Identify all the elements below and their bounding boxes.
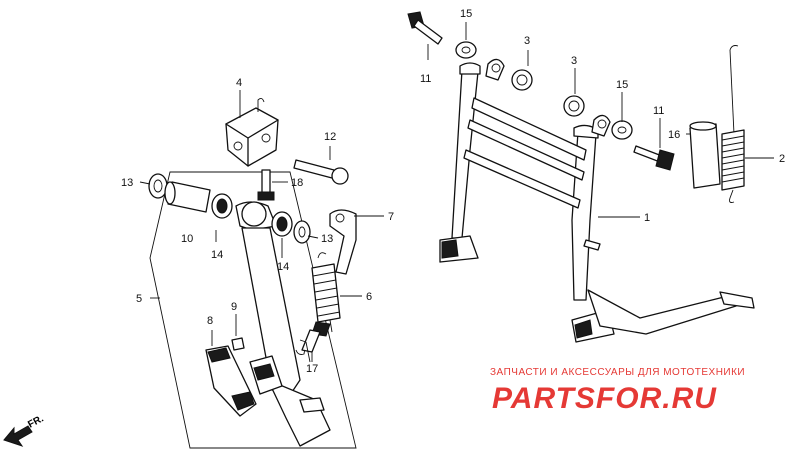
callout-13-left: 13 (121, 177, 133, 189)
callout-16: 16 (668, 129, 680, 141)
callout-14-left: 14 (211, 249, 223, 261)
bolt-11-right (633, 145, 675, 171)
pad-8 (205, 345, 257, 417)
callout-2: 2 (779, 153, 785, 165)
front-direction: FR. (3, 413, 46, 447)
washer-15-top (455, 41, 477, 59)
callout-3-top: 3 (524, 35, 530, 47)
callout-1: 1 (644, 212, 650, 224)
leader-lines (139, 22, 774, 363)
watermark-brand: PARTSFOR.RU (492, 382, 717, 415)
seal-14-left (211, 193, 233, 219)
callout-15-right: 15 (616, 79, 628, 91)
plate-7 (329, 209, 357, 275)
watermark: ЗАПЧАСТИ И АКСЕССУАРЫ ДЛЯ МОТОТЕХНИКИ PA… (490, 367, 745, 415)
front-arrow-icon (3, 425, 33, 447)
washer-15-right (611, 120, 633, 140)
side-stand-arm (235, 201, 331, 447)
spring-6 (311, 252, 341, 333)
collar-3-right (563, 95, 585, 117)
bolt-18 (257, 169, 275, 201)
callout-13-right: 13 (321, 233, 333, 245)
callout-14-right: 14 (277, 261, 289, 273)
callout-labels: 1 2 3 3 4 5 6 7 8 9 10 11 11 12 13 13 14… (121, 8, 785, 375)
callout-11-right: 11 (653, 105, 664, 117)
bolt-11-top (407, 11, 443, 45)
callout-15-top: 15 (460, 8, 472, 20)
callout-8: 8 (207, 315, 213, 327)
callout-3-right: 3 (571, 55, 577, 67)
main-stand (439, 58, 755, 343)
callout-9: 9 (231, 301, 237, 313)
bracket-4 (225, 97, 279, 167)
callout-18: 18 (291, 177, 303, 189)
front-label: FR. (26, 413, 46, 430)
callout-4: 4 (236, 77, 242, 89)
callout-12: 12 (324, 131, 336, 143)
spring-2 (721, 45, 745, 203)
callout-6: 6 (366, 291, 372, 303)
collar-16 (689, 121, 721, 189)
collar-3-top (511, 69, 533, 91)
collar-10 (164, 181, 211, 213)
stopper-block (249, 355, 283, 395)
bolt-12 (293, 159, 349, 185)
rubber-9 (231, 337, 245, 351)
callout-10: 10 (181, 233, 193, 245)
callout-5: 5 (136, 293, 142, 305)
watermark-tagline: ЗАПЧАСТИ И АКСЕССУАРЫ ДЛЯ МОТОТЕХНИКИ (490, 367, 745, 378)
callout-7: 7 (388, 211, 394, 223)
washer-13-right (293, 220, 311, 244)
seal-14-right (271, 211, 293, 237)
callout-11-top: 11 (420, 73, 431, 85)
bolt-17 (301, 321, 331, 353)
callout-17: 17 (306, 363, 318, 375)
washer-13-left (148, 173, 168, 199)
